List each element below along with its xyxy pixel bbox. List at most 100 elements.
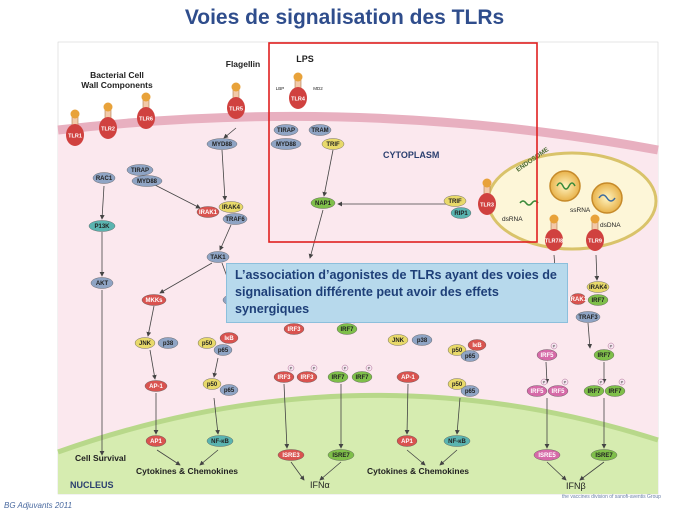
pathway-arrow-4 [223, 127, 237, 139]
nfkb-nuclear-a: NF-κB [206, 435, 234, 447]
irf7-node-a-label: IRF7 [331, 375, 345, 381]
pathway-arrow-17 [308, 209, 324, 259]
p13k-node: P13K [88, 220, 116, 232]
akt-node-label: AKT [96, 281, 109, 287]
tlr3-receptor-label: TLR3 [480, 203, 494, 209]
tlr6-receptor-label: TLR6 [139, 117, 153, 123]
pathway-arrow-11 [149, 349, 157, 380]
pathway-arrow-28 [156, 449, 181, 466]
pathway-arrow-30 [406, 449, 426, 466]
tram-node: TRAM [308, 124, 332, 136]
pathway-arrow-32 [546, 461, 567, 481]
irf7-node-b-label: IRF7 [355, 375, 369, 381]
phosphate-label: P [368, 366, 371, 371]
pathway-arrow-22 [544, 361, 550, 384]
rac1-node-label: RAC1 [96, 176, 113, 182]
irak1-node-label: IRAK1 [199, 210, 218, 216]
tirap-node-2: TIRAP [273, 124, 299, 136]
pathway-arrow-26 [290, 461, 305, 481]
nfkb-nuclear-b-label: NF-κB [448, 439, 466, 445]
phosphate-label: P [344, 366, 347, 371]
pathway-arrow-6 [154, 184, 201, 209]
tlr3-receptor: TLR3 [478, 178, 496, 215]
p65-node-1-label: p65 [218, 348, 229, 354]
ssrna-virus-icon [549, 170, 581, 202]
p65-node-2-label: p65 [224, 388, 235, 394]
p50-node-4: p50 [447, 378, 467, 390]
irf7-top-node-label: IRF7 [340, 327, 354, 333]
nucleus-region [58, 395, 658, 494]
myd88-node-1-label: MYD88 [137, 179, 158, 185]
ikb-node-2-label: IκB [472, 343, 482, 349]
irf5-node-b-label: IRF5 [530, 389, 544, 395]
irak4-right-node: IRAK4 [586, 281, 610, 293]
irf3-node-a: IRF3 [273, 371, 295, 383]
pathway-arrow-13 [212, 357, 219, 378]
tlr2-receptor-label: TLR2 [101, 127, 115, 133]
p65-node-2: p65 [219, 384, 239, 396]
p50-node-2-label: p50 [207, 382, 218, 388]
phosphate-badge-5 [550, 342, 558, 350]
phosphate-badge-7 [540, 378, 548, 386]
tlr7-8-receptor-label: TLR7/8 [545, 239, 563, 245]
isre7-nuclear-a-label: ISRE7 [332, 453, 350, 459]
p65-node-3: p65 [460, 350, 480, 362]
jnk-node-2-label: JNK [392, 338, 405, 344]
tirap-node-1-label: TIRAP [131, 168, 149, 174]
ap1-nuclear-b-label: AP1 [401, 439, 413, 445]
phosphate-badge-3 [341, 364, 349, 372]
nfkb-nuclear-b: NF-κB [443, 435, 471, 447]
isre7-nuclear-b: ISRE7 [590, 449, 618, 461]
nfkb-nuclear-a-label: NF-κB [211, 439, 229, 445]
pathway-arrow-18 [283, 383, 290, 449]
nuclear-membrane [57, 392, 659, 455]
isre7-nuclear-b-label: ISRE7 [595, 453, 613, 459]
tlr9-receptor-label: TLR9 [588, 239, 602, 245]
pathway-arrow-15 [322, 149, 334, 197]
tirap-node-2-label: TIRAP [277, 128, 295, 134]
phosphate-badge-1 [287, 364, 295, 372]
ap1-nuclear-a-label: AP1 [150, 439, 162, 445]
mkks-node: MKKs [141, 294, 167, 306]
ap1-nuclear-a: AP1 [145, 435, 167, 447]
ap1-node-1-label: AP-1 [149, 384, 163, 390]
irf3-node-b: IRF3 [296, 371, 318, 383]
pathway-arrow-21 [454, 397, 461, 435]
phosphate-label: P [290, 366, 293, 371]
myd88-node-3-label: MYD88 [276, 142, 297, 148]
md2-tag: MD2 [313, 86, 323, 91]
irf7-right-node-label: IRF7 [591, 298, 605, 304]
irf7-node-c: IRF7 [593, 349, 615, 361]
irf5-node-b: IRF5 [526, 385, 548, 397]
tak1-node: TAK1 [206, 251, 230, 263]
irak1-right-node: IRAK1 [569, 293, 588, 305]
irak4-right-node-label: IRAK4 [589, 285, 608, 291]
ifn-beta-label: IFNβ [566, 481, 586, 491]
irak1-node: IRAK1 [196, 206, 220, 218]
cytokines-label-1: Cytokines & Chemokines [136, 466, 238, 476]
traf6-node: TRAF6 [222, 213, 248, 225]
phosphate-label: P [543, 380, 546, 385]
tram-node-label: TRAM [311, 128, 328, 134]
jnk-node-2: JNK [387, 334, 409, 346]
phosphate-badge-4 [365, 364, 373, 372]
phosphate-badge-6 [607, 342, 615, 350]
dsdna-label: dsDNA [600, 222, 621, 229]
irf3-node-b-label: IRF3 [300, 375, 314, 381]
phosphate-label: P [621, 380, 624, 385]
isre7-nuclear-a: ISRE7 [327, 449, 355, 461]
ap1-node-2: AP-1 [396, 371, 420, 383]
irf7-right-node: IRF7 [587, 294, 609, 306]
irf5-node-c-label: IRF5 [551, 389, 565, 395]
pathway-arrow-1 [99, 185, 105, 220]
dsdna-virus-icon [591, 182, 623, 214]
trif-node-1-label: TRIF [326, 142, 340, 148]
p50-node-3-label: p50 [452, 348, 463, 354]
irf5-node-c: IRF5 [547, 385, 569, 397]
phosphate-label: P [553, 344, 556, 349]
cytokines-label-2: Cytokines & Chemokines [367, 466, 469, 476]
flagellin-label: Flagellin [226, 59, 260, 69]
irf7-node-b: IRF7 [351, 371, 373, 383]
